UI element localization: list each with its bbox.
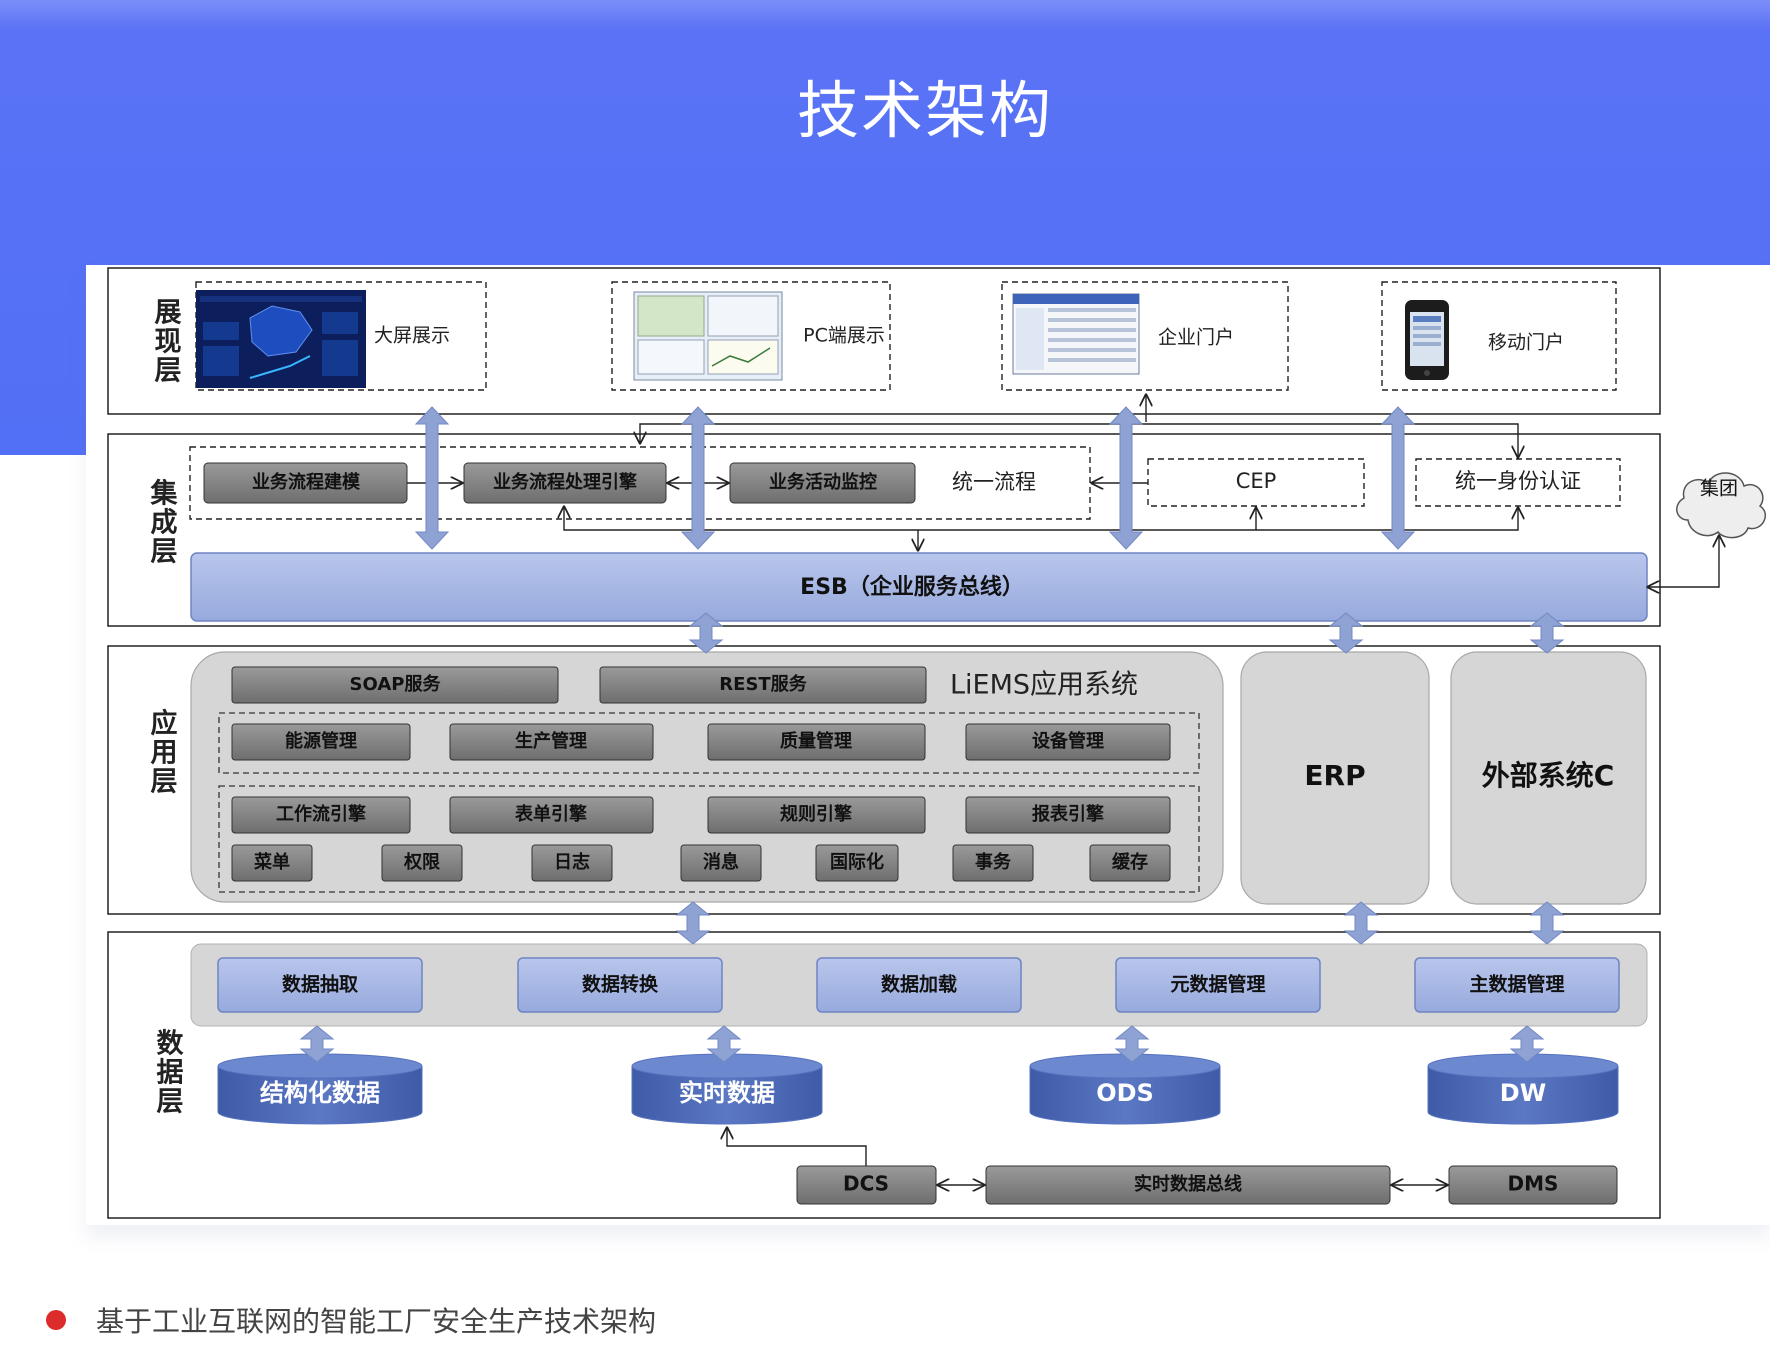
erp-label: ERP <box>1304 759 1365 792</box>
dw-label: DW <box>1500 1079 1546 1107</box>
dcs-label: DCS <box>843 1172 889 1196</box>
report-engine-label: 报表引擎 <box>1032 803 1104 825</box>
cep-label: CEP <box>1236 469 1277 493</box>
database-cylinders <box>217 1053 1619 1125</box>
presentation-item-label: PC端展示 <box>803 325 885 347</box>
activity-monitor-button: 业务活动监控 <box>769 471 877 493</box>
group-cloud-label: 集团 <box>1700 478 1738 500</box>
equipment-management-label: 设备管理 <box>1032 730 1104 752</box>
layer-label-application: 应用层 <box>146 707 178 795</box>
mobile-phone-thumbnail-icon <box>1405 300 1449 380</box>
utility-buttons <box>231 844 1171 882</box>
cache-label: 缓存 <box>1112 851 1148 873</box>
management-group <box>218 712 1200 774</box>
service-buttons <box>231 666 927 704</box>
dms-label: DMS <box>1508 1172 1559 1196</box>
message-label: 消息 <box>703 851 739 873</box>
structured-data-label: 结构化数据 <box>260 1079 380 1107</box>
data-transform-label: 数据转换 <box>582 973 659 996</box>
ods-label: ODS <box>1096 1079 1154 1107</box>
auth-box <box>1415 458 1621 507</box>
presentation-item-label: 移动门户 <box>1488 332 1564 354</box>
management-buttons <box>231 723 1171 761</box>
auth-label: 统一身份认证 <box>1455 469 1581 493</box>
process-buttons <box>203 462 916 504</box>
realtime-bus-label: 实时数据总线 <box>1134 1173 1242 1195</box>
rest-service-label: REST服务 <box>719 673 807 695</box>
liems-title: LiEMS应用系统 <box>950 670 1138 701</box>
quality-management-label: 质量管理 <box>780 730 852 752</box>
erp-container <box>1240 651 1430 905</box>
esb-label: ESB（企业服务总线） <box>800 574 1024 600</box>
energy-management-label: 能源管理 <box>285 730 357 752</box>
soap-service-label: SOAP服务 <box>350 673 442 695</box>
portal-window-thumbnail-icon <box>1012 293 1140 375</box>
data-extraction-label: 数据抽取 <box>282 973 358 996</box>
external-system-label: 外部系统C <box>1482 759 1615 792</box>
rule-engine-label: 规则引擎 <box>780 803 852 825</box>
unified-process-label: 统一流程 <box>952 470 1036 494</box>
master-data-management-label: 主数据管理 <box>1469 973 1564 996</box>
production-management-label: 生产管理 <box>515 730 587 752</box>
form-engine-label: 表单引擎 <box>515 803 587 825</box>
group-cloud-icon <box>1676 472 1766 539</box>
layer-label-data: 数据层 <box>152 1028 184 1115</box>
presentation-item-label: 大屏展示 <box>374 325 450 347</box>
bullet-dot-icon <box>46 1310 66 1330</box>
pc-screen-thumbnail-icon <box>633 291 783 381</box>
menu-label: 菜单 <box>253 851 290 873</box>
realtime-data-label: 实时数据 <box>679 1079 775 1107</box>
process-engine-button: 业务流程处理引擎 <box>493 471 637 493</box>
log-label: 日志 <box>554 851 590 873</box>
metadata-management-label: 元数据管理 <box>1170 973 1265 996</box>
process-modeling-button: 业务流程建模 <box>252 471 361 493</box>
transaction-label: 事务 <box>975 851 1012 873</box>
page-title: 技术架构 <box>796 74 1053 147</box>
dashboard-thumbnail-icon <box>196 290 366 388</box>
caption-text: 基于工业互联网的智能工厂安全生产技术架构 <box>96 1305 657 1338</box>
engine-buttons <box>231 796 1171 834</box>
presentation-item-label: 企业门户 <box>1158 327 1234 349</box>
data-loading-label: 数据加载 <box>881 973 957 996</box>
bus-boxes <box>796 1165 1618 1205</box>
bus-connectors <box>727 1128 1447 1185</box>
caption: 基于工业互联网的智能工厂安全生产技术架构 <box>46 1300 656 1340</box>
layer-double-arrows <box>299 406 1565 1063</box>
layer-label-presentation: 展现层 <box>150 298 182 385</box>
group-connector <box>1648 536 1719 587</box>
i18n-label: 国际化 <box>830 851 884 873</box>
layer-label-integration: 集成层 <box>146 477 179 565</box>
architecture-diagram: 展现层 集成层 应用层 数据层 <box>86 265 1770 1225</box>
engine-group <box>218 785 1200 893</box>
permission-label: 权限 <box>403 851 441 873</box>
etl-process-boxes <box>217 957 1620 1013</box>
workflow-engine-label: 工作流引擎 <box>276 803 366 825</box>
